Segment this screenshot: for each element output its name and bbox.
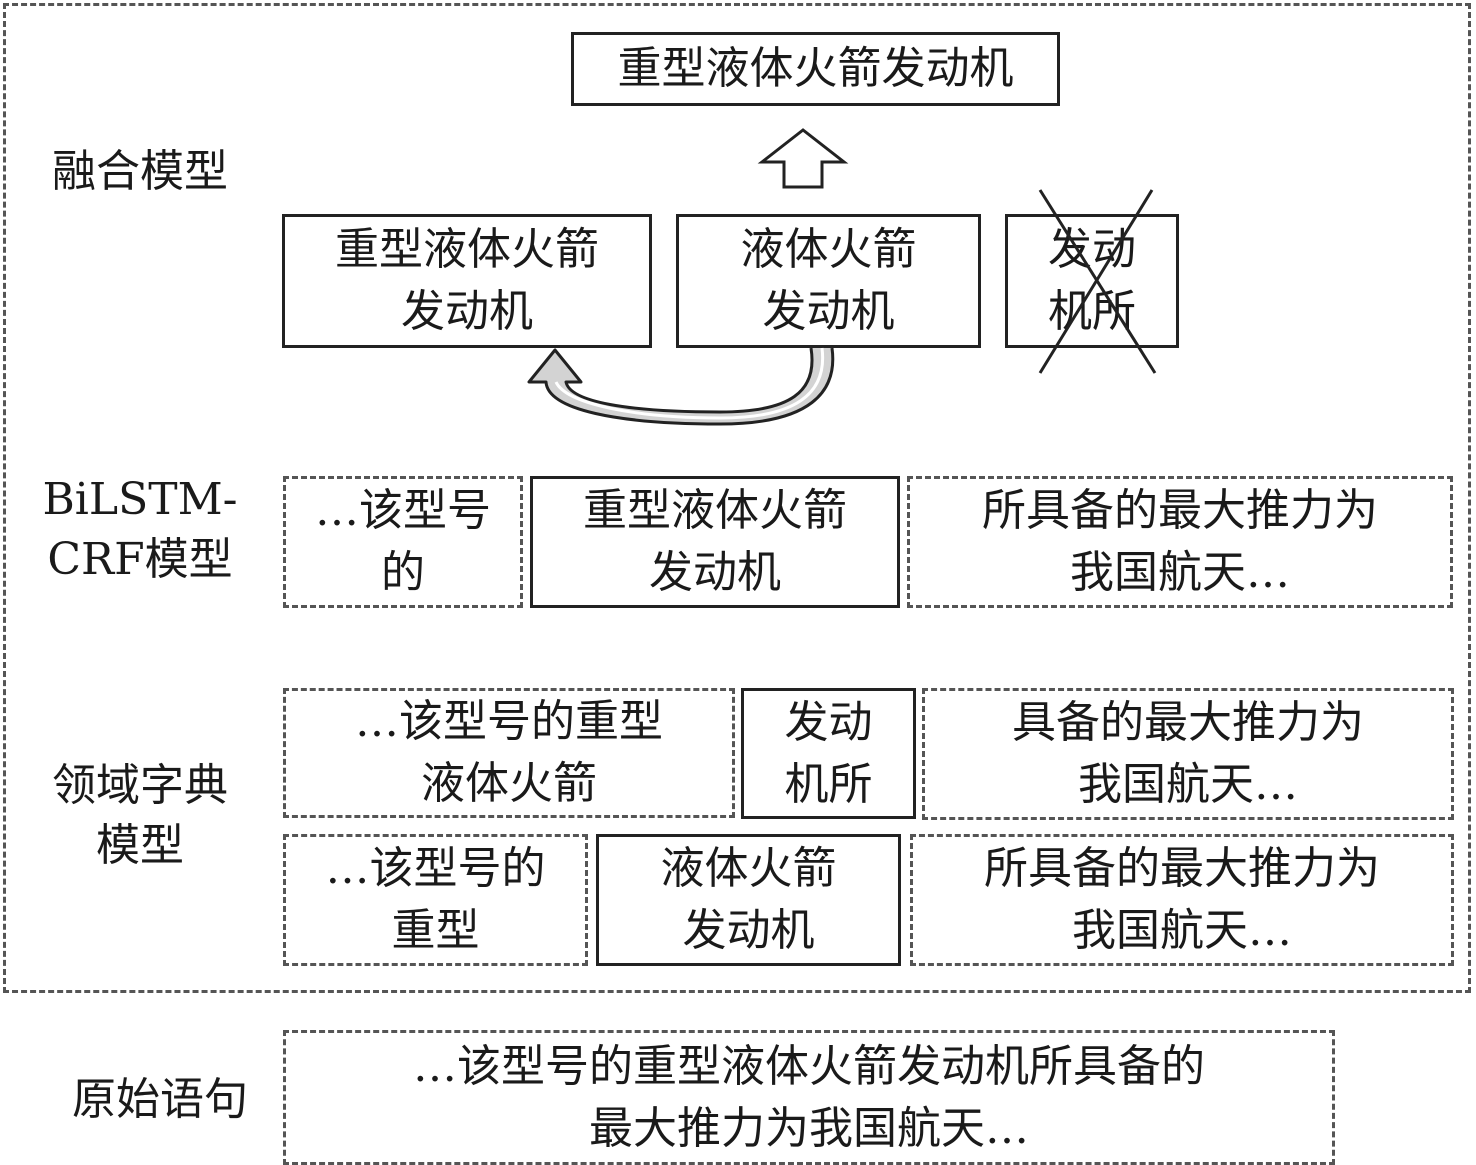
bilstm-label-line: BiLSTM-: [42, 474, 238, 525]
segment-line: 液体火箭: [421, 758, 597, 809]
segment-line: 重型: [391, 905, 480, 956]
candidate-line: 液体火箭: [740, 224, 917, 275]
dictionary-segment: …该型号的 重型: [283, 834, 588, 966]
candidate-line: 发动机: [762, 286, 895, 337]
dictionary-segment: 具备的最大推力为 我国航天…: [922, 688, 1454, 820]
segment-line: 发动机: [682, 905, 815, 956]
x-cross-icon: [1038, 189, 1157, 374]
dictionary-label-line: 领域字典: [52, 760, 228, 811]
bilstm-entity-segment: 重型液体火箭 发动机: [530, 476, 900, 608]
segment-line: 液体火箭: [660, 843, 837, 894]
fusion-output-text: 重型液体火箭发动机: [617, 43, 1014, 94]
fusion-candidate-box: 重型液体火箭 发动机: [282, 214, 652, 348]
bilstm-crf-label: BiLSTM- CRF模型: [20, 470, 260, 590]
segment-line: 具备的最大推力为: [1012, 697, 1364, 748]
dictionary-entity-segment: 液体火箭 发动机: [596, 834, 901, 966]
segment-line: 发动机: [649, 547, 781, 598]
segment-line: 所具备的最大推力为: [982, 485, 1378, 536]
segment-line: 重型液体火箭: [583, 485, 847, 536]
dictionary-label-line: 模型: [96, 820, 184, 871]
segment-line: 我国航天…: [1070, 547, 1290, 598]
dictionary-model-label: 领域字典 模型: [20, 756, 260, 876]
original-label-text: 原始语句: [72, 1074, 248, 1125]
original-sentence-box: …该型号的重型液体火箭发动机所具备的 最大推力为我国航天…: [283, 1030, 1335, 1165]
bilstm-label-line: CRF模型: [47, 534, 233, 585]
bilstm-segment: …该型号 的: [283, 476, 523, 608]
segment-line: 我国航天…: [1072, 905, 1292, 956]
curved-merge-arrow-icon: [527, 347, 835, 426]
sentence-line: …该型号的重型液体火箭发动机所具备的: [413, 1040, 1205, 1092]
candidate-line: 重型液体火箭: [335, 224, 599, 275]
segment-line: 发动: [784, 696, 873, 748]
model-section-frame: [3, 3, 1471, 993]
candidate-line: 发动: [1048, 224, 1136, 275]
sentence-line: 最大推力为我国航天…: [589, 1102, 1029, 1154]
bilstm-segment: 所具备的最大推力为 我国航天…: [907, 476, 1453, 608]
candidate-line: 机所: [1048, 286, 1136, 337]
fusion-candidate-box-rejected: 发动 机所: [1005, 214, 1179, 348]
fusion-model-label-text: 融合模型: [52, 146, 228, 197]
fusion-candidate-box: 液体火箭 发动机: [676, 214, 981, 348]
segment-line: …该型号的: [325, 843, 546, 894]
dictionary-segment: …该型号的重型 液体火箭: [283, 688, 735, 818]
segment-line: 的: [381, 547, 425, 598]
hollow-up-arrow-icon: [757, 128, 849, 189]
fusion-model-label: 融合模型: [30, 142, 250, 202]
segment-line: …该型号的重型: [355, 696, 663, 747]
original-sentence-label: 原始语句: [50, 1070, 270, 1130]
candidate-line: 发动机: [401, 286, 533, 337]
segment-line: 机所: [784, 758, 873, 810]
segment-line: …该型号: [315, 485, 491, 536]
fusion-output-box: 重型液体火箭发动机: [571, 32, 1060, 106]
segment-line: 所具备的最大推力为: [984, 843, 1380, 894]
dictionary-segment: 所具备的最大推力为 我国航天…: [910, 834, 1454, 966]
segment-line: 我国航天…: [1078, 759, 1298, 810]
dictionary-entity-segment: 发动 机所: [741, 688, 916, 819]
